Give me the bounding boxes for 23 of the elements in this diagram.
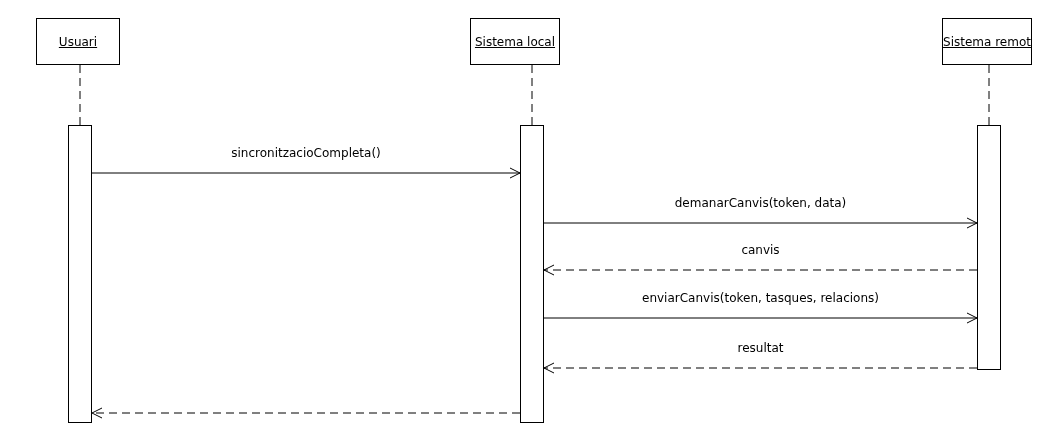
lifeline <box>531 64 533 126</box>
edge-label: demanarCanvis(token, data) <box>672 196 849 210</box>
activation-bar <box>977 125 1001 370</box>
edge-label: canvis <box>739 243 782 257</box>
activation-bar <box>68 125 92 423</box>
message-arrow <box>543 312 978 324</box>
lifeline-header <box>470 18 560 65</box>
edge-label: sincronitzacioCompleta() <box>229 146 383 160</box>
lifeline-header <box>36 18 120 65</box>
lifeline-name: Usuari <box>58 34 98 49</box>
message-arrow <box>543 217 978 229</box>
lifeline-name: Sistema remot <box>943 34 1031 49</box>
lifeline <box>79 64 81 126</box>
activation-bar <box>520 125 544 423</box>
edge-label: enviarCanvis(token, tasques, relacions) <box>640 291 881 305</box>
lifeline-name: Sistema local <box>474 34 556 49</box>
message-arrow <box>91 167 521 179</box>
edge-label: resultat <box>735 341 786 355</box>
message-arrow <box>543 264 978 276</box>
message-arrow <box>91 407 521 419</box>
lifeline <box>988 64 990 126</box>
lifeline-header <box>942 18 1032 65</box>
message-arrow <box>543 362 978 374</box>
